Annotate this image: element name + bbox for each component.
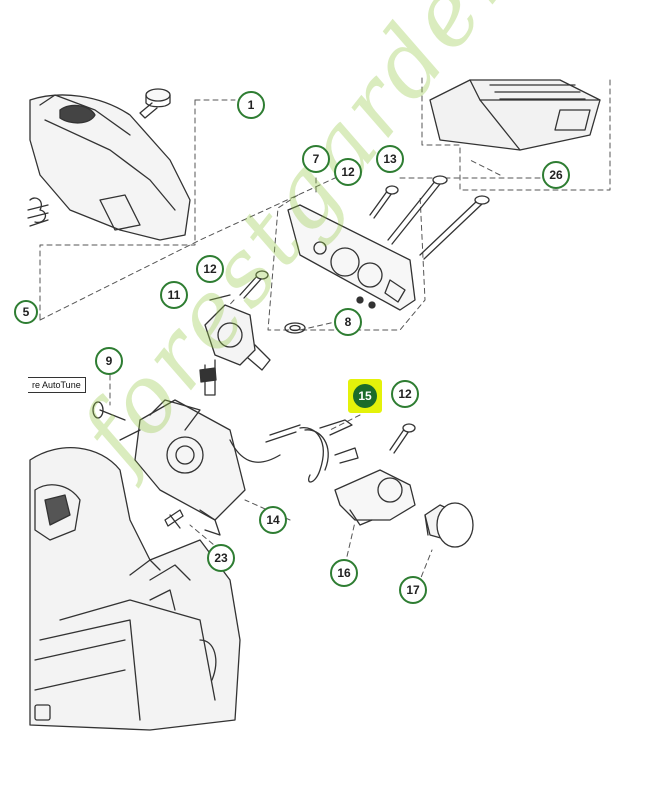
callout-label: 7 xyxy=(312,152,320,166)
callout-label: 16 xyxy=(337,566,351,580)
callout-23[interactable]: 23 xyxy=(207,544,235,572)
callout-label: 9 xyxy=(105,354,113,368)
callout-12-upper[interactable]: 12 xyxy=(334,158,362,186)
callout-label: 23 xyxy=(214,551,228,565)
air-filter-cover-part xyxy=(27,94,191,241)
callout-8[interactable]: 8 xyxy=(334,308,362,336)
engine-housing-part xyxy=(29,447,241,731)
callout-17[interactable]: 17 xyxy=(399,576,427,604)
bolt-middle xyxy=(239,270,269,299)
callout-9[interactable]: 9 xyxy=(95,347,123,375)
fuel-line-part xyxy=(265,419,359,483)
callout-12-lower[interactable]: 12 xyxy=(391,380,419,408)
callout-label: 14 xyxy=(266,513,280,527)
callout-label: 12 xyxy=(203,262,217,276)
carburetor-part xyxy=(92,399,281,536)
callout-5-partial[interactable]: 5 xyxy=(14,300,38,324)
callout-label: 5 xyxy=(22,305,30,319)
callout-label: 12 xyxy=(341,165,355,179)
control-module-part xyxy=(429,79,601,151)
washer-part xyxy=(284,322,306,334)
callout-15-highlighted[interactable]: 15 xyxy=(348,379,382,413)
callout-label: 17 xyxy=(406,583,420,597)
callout-16[interactable]: 16 xyxy=(330,559,358,587)
callout-1[interactable]: 1 xyxy=(237,91,265,119)
bracket-plate-part xyxy=(287,204,416,311)
screw-23-part xyxy=(164,509,184,527)
callout-14[interactable]: 14 xyxy=(259,506,287,534)
callout-12-middle[interactable]: 12 xyxy=(196,255,224,283)
primer-housing-part xyxy=(334,469,416,526)
primer-bulb-part xyxy=(424,502,474,548)
callout-26[interactable]: 26 xyxy=(542,161,570,189)
callout-11[interactable]: 11 xyxy=(160,281,188,309)
callout-label: 11 xyxy=(167,288,181,302)
autotune-reference-label: re AutoTune xyxy=(28,377,86,393)
bolts-upper xyxy=(369,175,490,260)
callout-label: 12 xyxy=(398,387,412,401)
callout-label: 8 xyxy=(344,315,352,329)
callout-7[interactable]: 7 xyxy=(302,145,330,173)
callout-label: 1 xyxy=(247,98,255,112)
bolt-lower xyxy=(389,423,416,454)
callout-label: 26 xyxy=(549,168,563,182)
screw-part xyxy=(139,88,171,119)
callout-13[interactable]: 13 xyxy=(376,145,404,173)
group-boundaries xyxy=(39,77,611,586)
sensor-part xyxy=(199,294,271,396)
callout-label: 15 xyxy=(353,384,377,408)
callout-label: 13 xyxy=(383,152,397,166)
